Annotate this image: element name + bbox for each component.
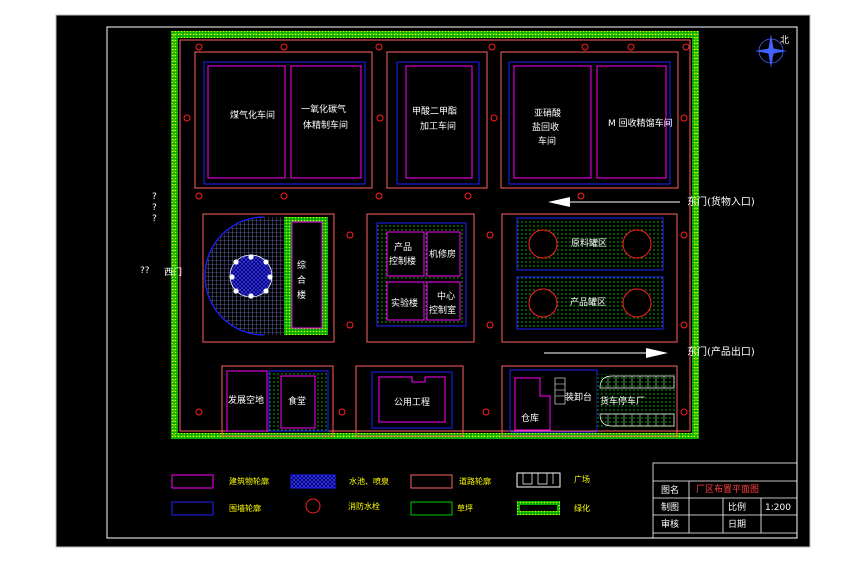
legend-label-lawn: 草坪 [457, 503, 473, 513]
east-gate-outbound-label: 东门(产品出口) [687, 345, 755, 358]
co2-workshop-label: 一氧化碳气体精制车间 [301, 103, 348, 131]
title-drawn-by-label: 制图 [661, 501, 679, 513]
purification-label: M 回收精馏车间 [608, 117, 673, 129]
plaza-area [202, 213, 335, 343]
methyl-formate-label: 甲酸二甲酯加工车间 [412, 106, 457, 132]
product-control-building [386, 231, 425, 277]
legend-symbol-wall [171, 501, 214, 516]
truck-parking-label: 货车停车厂 [600, 395, 645, 407]
legend-symbol-hydrant [305, 498, 321, 514]
legend-label-hydrant: 消防水栓 [348, 501, 380, 511]
legend-symbol-building [171, 474, 214, 489]
development-land-label: 发展空地 [228, 394, 264, 406]
co2-workshop [290, 65, 362, 179]
methyl-formate-workshop [405, 65, 473, 179]
title-scale: 1:200 [765, 503, 791, 513]
drawing-frame [106, 26, 798, 539]
office-building-label: 综合楼 [297, 259, 306, 301]
syngas-workshop-label: 煤气化车间 [230, 109, 275, 121]
machine-repair-label: 机修房 [429, 248, 456, 260]
utility-workshop-label: 公用工程 [394, 397, 430, 408]
central-control-label: 中心控制室 [429, 290, 456, 316]
legend-label-plaza: 广场 [574, 474, 590, 484]
product-control-label: 产品控制楼 [389, 241, 416, 267]
workshop-block-3 [500, 51, 679, 189]
side-mark-3: ? [152, 214, 157, 224]
loading-platform-label: 装卸台 [565, 391, 592, 403]
canteen [280, 375, 316, 429]
logistics-block [501, 365, 678, 437]
west-gate-label: 西门 [164, 266, 182, 278]
legend-label-wall: 围墙轮廓 [229, 503, 261, 513]
workshop-block-2 [386, 51, 488, 189]
loading-platform [554, 377, 566, 405]
utility-workshop [378, 376, 446, 423]
inbound-arrow-icon [548, 197, 680, 207]
utility-block [355, 365, 464, 437]
legend-symbol-fountain [290, 474, 336, 489]
legend-symbol-road [410, 474, 453, 489]
sodium-nitrite-workshop [513, 65, 592, 179]
legend-label-road: 道路轮廓 [459, 476, 491, 486]
central-control [426, 281, 461, 321]
syngas-workshop [207, 65, 286, 179]
warehouse-label: 仓库 [521, 412, 539, 424]
control-lab-block [366, 213, 475, 343]
machine-repair [426, 231, 461, 277]
title-date-label: 日期 [728, 519, 746, 530]
product-tank-label: 产品罐区 [570, 296, 606, 308]
legend-label-greenbelt: 绿化 [574, 503, 590, 513]
title-block [652, 462, 798, 539]
east-gate-inbound-label: 东门(货物入口) [687, 195, 755, 208]
sodium-nitrite-label: 亚硝酸盐回收车间 [532, 107, 561, 147]
tank-area-block [501, 213, 678, 343]
title-drawing-name-label: 图名 [661, 484, 679, 496]
legend-label-fountain: 水池、喷泉 [349, 476, 389, 486]
unknown-mark-label: ?? [140, 266, 150, 276]
boundary-wall [179, 39, 691, 432]
north-letter: 北 [780, 35, 789, 46]
warehouse [514, 377, 551, 431]
legend-symbol-greenbelt [517, 501, 560, 515]
hydrant-icon-group-1 [183, 43, 690, 200]
legend-label-building: 建筑物轮廓 [229, 476, 269, 486]
title-drawing-name: 厂区布置平面图 [696, 483, 759, 495]
development-block [221, 365, 334, 437]
legend-symbol-plaza [516, 472, 561, 488]
side-mark-1: ? [152, 192, 157, 202]
purification-workshop [596, 65, 667, 179]
hydrant-icon-group-2 [195, 231, 688, 416]
development-land [226, 370, 268, 432]
title-scale-label: 比例 [728, 501, 746, 513]
north-arrow-icon: 北 [755, 34, 789, 68]
outbound-arrow-icon [544, 348, 668, 358]
legend: 建筑物轮廓 水池、喷泉 道路轮廓 广场 围墙轮廓 消防水栓 草坪 绿化 [171, 472, 590, 516]
title-checked-by-label: 审核 [661, 518, 679, 530]
workshop-block-1 [194, 51, 373, 189]
lab-building [386, 281, 425, 321]
legend-symbol-lawn [410, 501, 453, 516]
truck-parking [597, 374, 675, 428]
raw-material-label: 原料罐区 [571, 237, 607, 249]
canteen-label: 食堂 [288, 395, 306, 407]
lab-building-label: 实验楼 [391, 297, 418, 309]
side-mark-2: ? [152, 203, 157, 213]
